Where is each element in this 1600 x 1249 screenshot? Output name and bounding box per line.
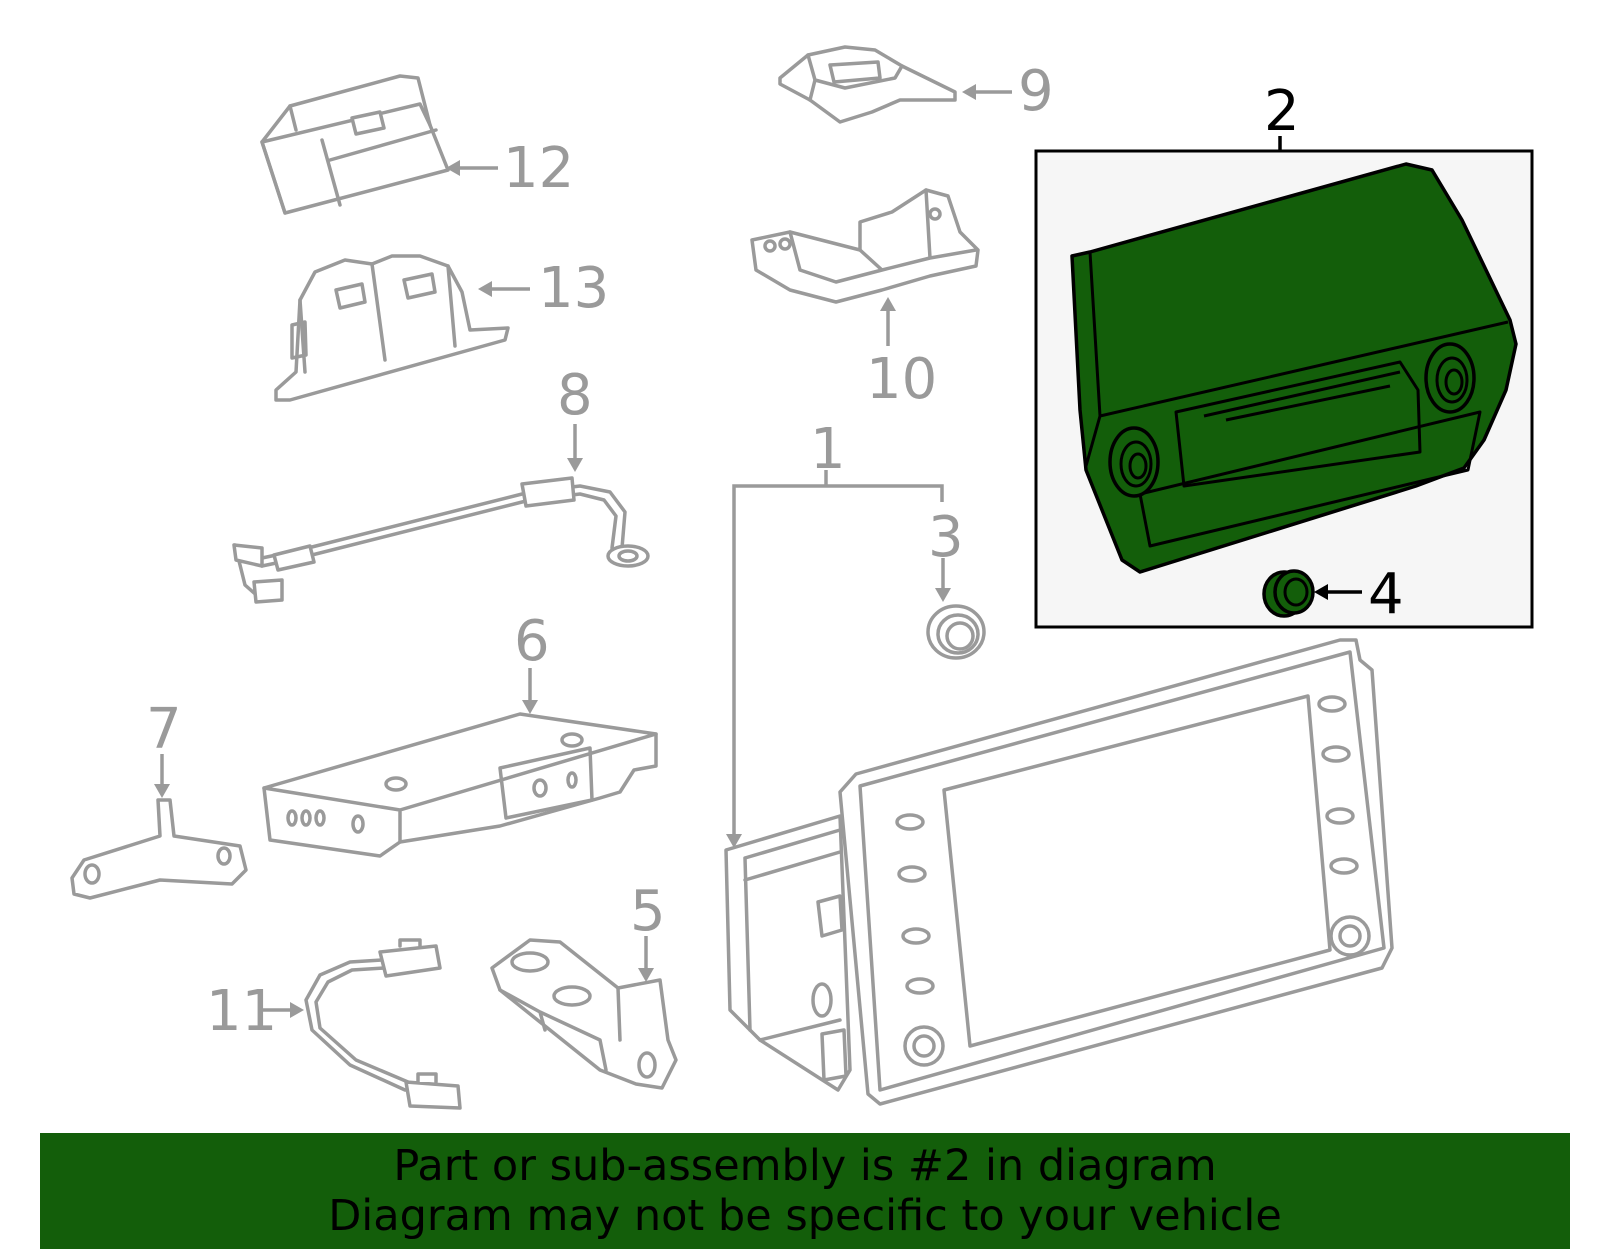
part-12[interactable] [260,74,450,215]
callout-8: 8 [557,363,593,472]
part-7[interactable] [70,798,248,900]
banner-line-1: Part or sub-assembly is #2 in diagram [393,1141,1217,1191]
part-8[interactable] [232,476,650,604]
part-2[interactable] [1070,162,1518,574]
part-13[interactable] [274,254,510,402]
callout-1: 1 [726,417,944,848]
part-11[interactable] [304,938,462,1110]
svg-text:8: 8 [557,363,593,428]
svg-text:1: 1 [810,417,846,482]
svg-text:6: 6 [514,609,550,674]
svg-text:4: 4 [1368,562,1404,627]
svg-text:5: 5 [630,879,666,944]
callout-6: 6 [514,609,550,714]
part-1[interactable] [724,638,1394,1106]
svg-text:12: 12 [503,136,574,201]
callout-5: 5 [630,879,666,982]
callout-3: 3 [928,505,964,602]
callout-11: 11 [206,979,304,1044]
svg-text:11: 11 [206,979,277,1044]
callout-7: 7 [146,697,182,798]
callout-9: 9 [962,59,1054,124]
part-5[interactable] [490,938,678,1090]
callout-12: 12 [446,136,574,201]
info-banner: Part or sub-assembly is #2 in diagram Di… [40,1133,1570,1249]
svg-text:10: 10 [866,347,937,412]
svg-text:9: 9 [1018,59,1054,124]
svg-text:2: 2 [1264,79,1300,144]
banner-line-2: Diagram may not be specific to your vehi… [328,1191,1282,1241]
callout-10: 10 [866,297,937,412]
callout-13: 13 [478,256,609,321]
svg-text:13: 13 [538,256,609,321]
callout-2: 2 [1264,79,1300,151]
part-9[interactable] [778,45,957,124]
part-10[interactable] [750,188,980,304]
svg-text:7: 7 [146,697,182,762]
part-4[interactable] [1262,569,1315,618]
part-6[interactable] [262,712,658,858]
callout-4: 4 [1314,562,1404,627]
part-3[interactable] [926,604,986,660]
svg-text:3: 3 [928,505,964,570]
